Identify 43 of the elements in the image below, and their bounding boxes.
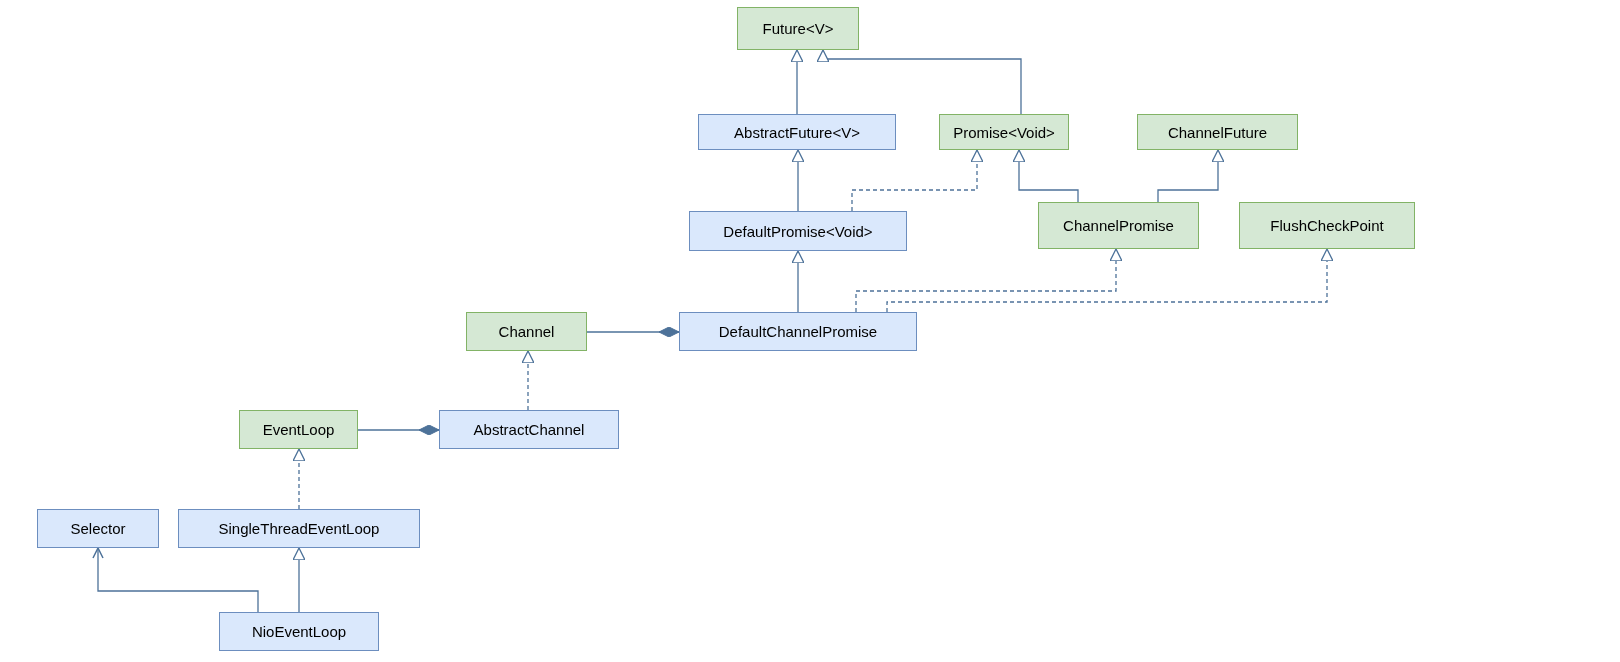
class-name: ChannelFuture (1167, 123, 1268, 141)
interface-box (737, 7, 859, 50)
class-name: NioEventLoop (251, 623, 347, 640)
class-box (219, 612, 379, 651)
class-box (439, 410, 619, 449)
class-name: DefaultPromise<Void> (723, 222, 873, 240)
composition-line (586, 326, 680, 338)
interface-box (1038, 202, 1199, 249)
arrow (292, 547, 306, 613)
class-box (698, 114, 896, 150)
arrow (791, 149, 805, 212)
realization-arrow (521, 350, 535, 411)
arrow (1157, 149, 1225, 203)
class-name: EventLoop (262, 421, 335, 438)
realization-arrow (851, 149, 984, 212)
realization-arrow (855, 248, 1123, 313)
class-name: AbstractFuture<V> (734, 123, 860, 141)
class-box (178, 509, 420, 548)
class-name: FlushCheckPoint (1270, 217, 1384, 234)
class-name: Promise<Void> (953, 123, 1055, 141)
arrow (816, 49, 1022, 115)
realization-arrow (886, 248, 1334, 313)
interface-box (466, 312, 587, 351)
class-name: ChannelPromise (1063, 217, 1174, 234)
class-name: AbstractChannel (473, 421, 585, 438)
class-name: Future<V> (762, 20, 834, 37)
interface-box (1137, 114, 1298, 150)
arrow (1012, 149, 1079, 203)
arrow (92, 547, 259, 613)
interface-box (939, 114, 1069, 150)
class-name: Channel (498, 323, 555, 340)
interface-box (1239, 202, 1415, 249)
arrow (790, 49, 804, 115)
class-name: SingleThreadEventLoop (218, 520, 380, 537)
realization-arrow (292, 448, 306, 510)
class-name: Selector (70, 520, 126, 537)
class-box (689, 211, 907, 251)
class-box (37, 509, 159, 548)
composition-line (357, 424, 440, 436)
arrow (791, 250, 805, 313)
class-name: DefaultChannelPromise (718, 323, 878, 340)
interface-box (239, 410, 358, 449)
class-box (679, 312, 917, 351)
